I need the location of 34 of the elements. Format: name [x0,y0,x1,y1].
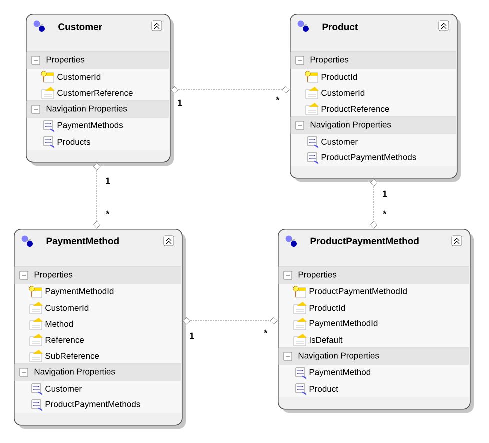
property-name: CustomerId [46,304,89,312]
multiplicity-label: * [264,330,268,334]
connector [94,162,100,229]
property-name: SubReference [46,352,100,360]
property-name: Customer [322,139,358,145]
multiplicity-label: 1 [383,190,388,198]
property-name: ProductPaymentMethods [46,401,140,409]
property-name: Products [58,138,90,146]
property-name: PaymentMethods [58,122,124,130]
property-name: Customer [46,386,82,392]
property-name: PaymentMethod [310,369,371,377]
multiplicity-label: * [106,210,110,214]
multiplicity-label: * [383,210,387,214]
property-name: Product [310,386,338,392]
property-name: CustomerId [58,74,101,80]
property-name: ProductReference [322,106,390,112]
property-name: ProductId [310,304,346,312]
property-name: CustomerId [322,90,365,96]
property-name: ProductPaymentMethods [322,154,416,162]
connector [370,178,378,229]
property-name: IsDefault [310,336,343,344]
property-name: CustomerReference [58,90,133,96]
property-name: ProductId [322,74,358,80]
connector [170,86,290,94]
property-name: Method [46,320,74,328]
property-name: ProductPaymentMethodId [310,288,407,296]
property-name: Reference [46,336,84,344]
multiplicity-label: 1 [178,100,182,106]
multiplicity-label: 1 [190,332,194,340]
multiplicity-label: * [276,96,280,100]
multiplicity-label: 1 [106,178,110,184]
property-name: PaymentMethodId [310,320,378,328]
connector [182,318,278,324]
property-name: PaymentMethodId [46,288,114,296]
